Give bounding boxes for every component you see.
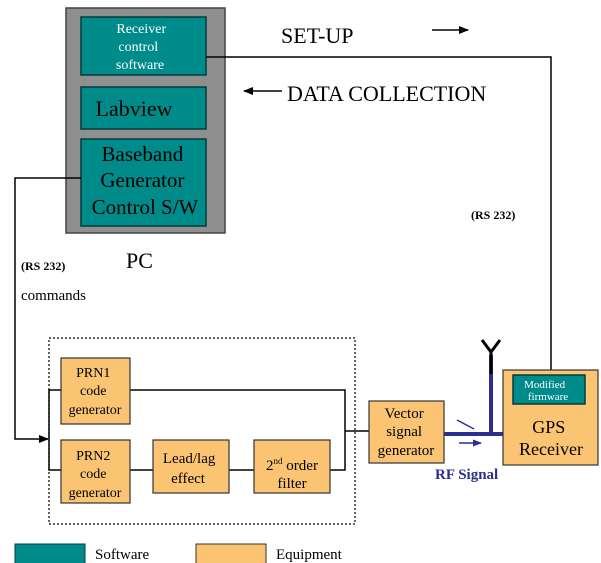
baseband-line1: Baseband: [102, 142, 184, 166]
rs232-left-label: (RS 232): [21, 259, 65, 273]
legend-software-swatch: [14, 543, 86, 563]
pc-label: PC: [126, 248, 153, 273]
labview-box: [80, 86, 207, 130]
legend-software-label: Software: [95, 547, 149, 563]
legend-equipment-swatch: [195, 543, 267, 563]
data-collection-label: DATA COLLECTION: [287, 81, 486, 106]
commands-label: commands: [21, 288, 86, 304]
prn2-line2: code: [80, 467, 106, 482]
legend-equipment-label: Equipment: [276, 547, 343, 563]
setup-label: SET-UP: [281, 23, 354, 48]
firmware-line1: Modified: [524, 379, 565, 391]
baseband-line3: Control S/W: [92, 195, 199, 219]
gps-line2: Receiver: [519, 439, 583, 459]
receiver-software-line1: Receiver: [116, 22, 166, 37]
vsg-line1: Vector: [385, 406, 424, 422]
setup-serial-line: [206, 56, 552, 372]
prn1-line3: generator: [69, 403, 122, 418]
wire-prn1-out: [130, 389, 346, 471]
filter-order-text: order: [283, 458, 318, 474]
svg-text:2nd order: 2nd order: [266, 456, 318, 474]
prn1-line2: code: [80, 384, 106, 399]
rf-switch: [456, 419, 475, 430]
svg-text:Receiver control softw: Receiver control software: [116, 22, 170, 73]
second-order-filter: [253, 439, 331, 494]
vector-signal-generator: [368, 400, 445, 464]
baseband-line2: Generator: [100, 168, 184, 192]
filter-line2: filter: [277, 476, 306, 492]
receiver-control-software-box: [80, 16, 207, 76]
firmware-line2: firmware: [528, 391, 568, 403]
rs232-right-label: (RS 232): [471, 208, 515, 222]
gps-line1: GPS: [532, 417, 565, 437]
lead-lag-effect: [152, 439, 230, 494]
vsg-line3: generator: [378, 443, 435, 459]
wire-split-top: [48, 389, 61, 439]
baseband-generator-group: [48, 337, 356, 525]
svg-text:GPS Receiver: GPS Receiver: [519, 417, 583, 459]
svg-text:Baseband Generator Con: Baseband Generator Control S/W: [92, 142, 199, 219]
leadlag-line2: effect: [171, 471, 206, 487]
receiver-software-line3: software: [116, 58, 164, 73]
svg-text:PRN2 code generator: PRN2 code generator: [69, 449, 122, 501]
modified-firmware-box: [512, 374, 586, 405]
vsg-line2: signal: [386, 424, 422, 440]
prn1-code-generator: [60, 357, 131, 425]
prn2-line3: generator: [69, 486, 122, 501]
prn2-code-generator: [60, 439, 131, 504]
labview-label: Labview: [96, 96, 173, 121]
rf-signal-label: RF Signal: [435, 467, 498, 483]
leadlag-line1: Lead/lag: [163, 451, 216, 467]
commands-serial-line: [14, 177, 81, 443]
filter-number: 2: [266, 458, 274, 474]
svg-text:PRN1 code generator: PRN1 code generator: [69, 366, 122, 418]
baseband-generator-box: [80, 138, 207, 227]
wire-split-bottom: [48, 439, 61, 471]
svg-text:Modified firmware: Modified firmware: [524, 379, 568, 403]
svg-text:Lead/lag effect: Lead/lag effect: [163, 451, 219, 487]
receiver-software-line2: control: [118, 40, 158, 55]
prn2-line1: PRN2: [76, 449, 110, 464]
svg-text:Vector signal generato: Vector signal generator: [378, 406, 435, 459]
filter-superscript: nd: [274, 456, 284, 466]
prn1-line1: PRN1: [76, 366, 110, 381]
